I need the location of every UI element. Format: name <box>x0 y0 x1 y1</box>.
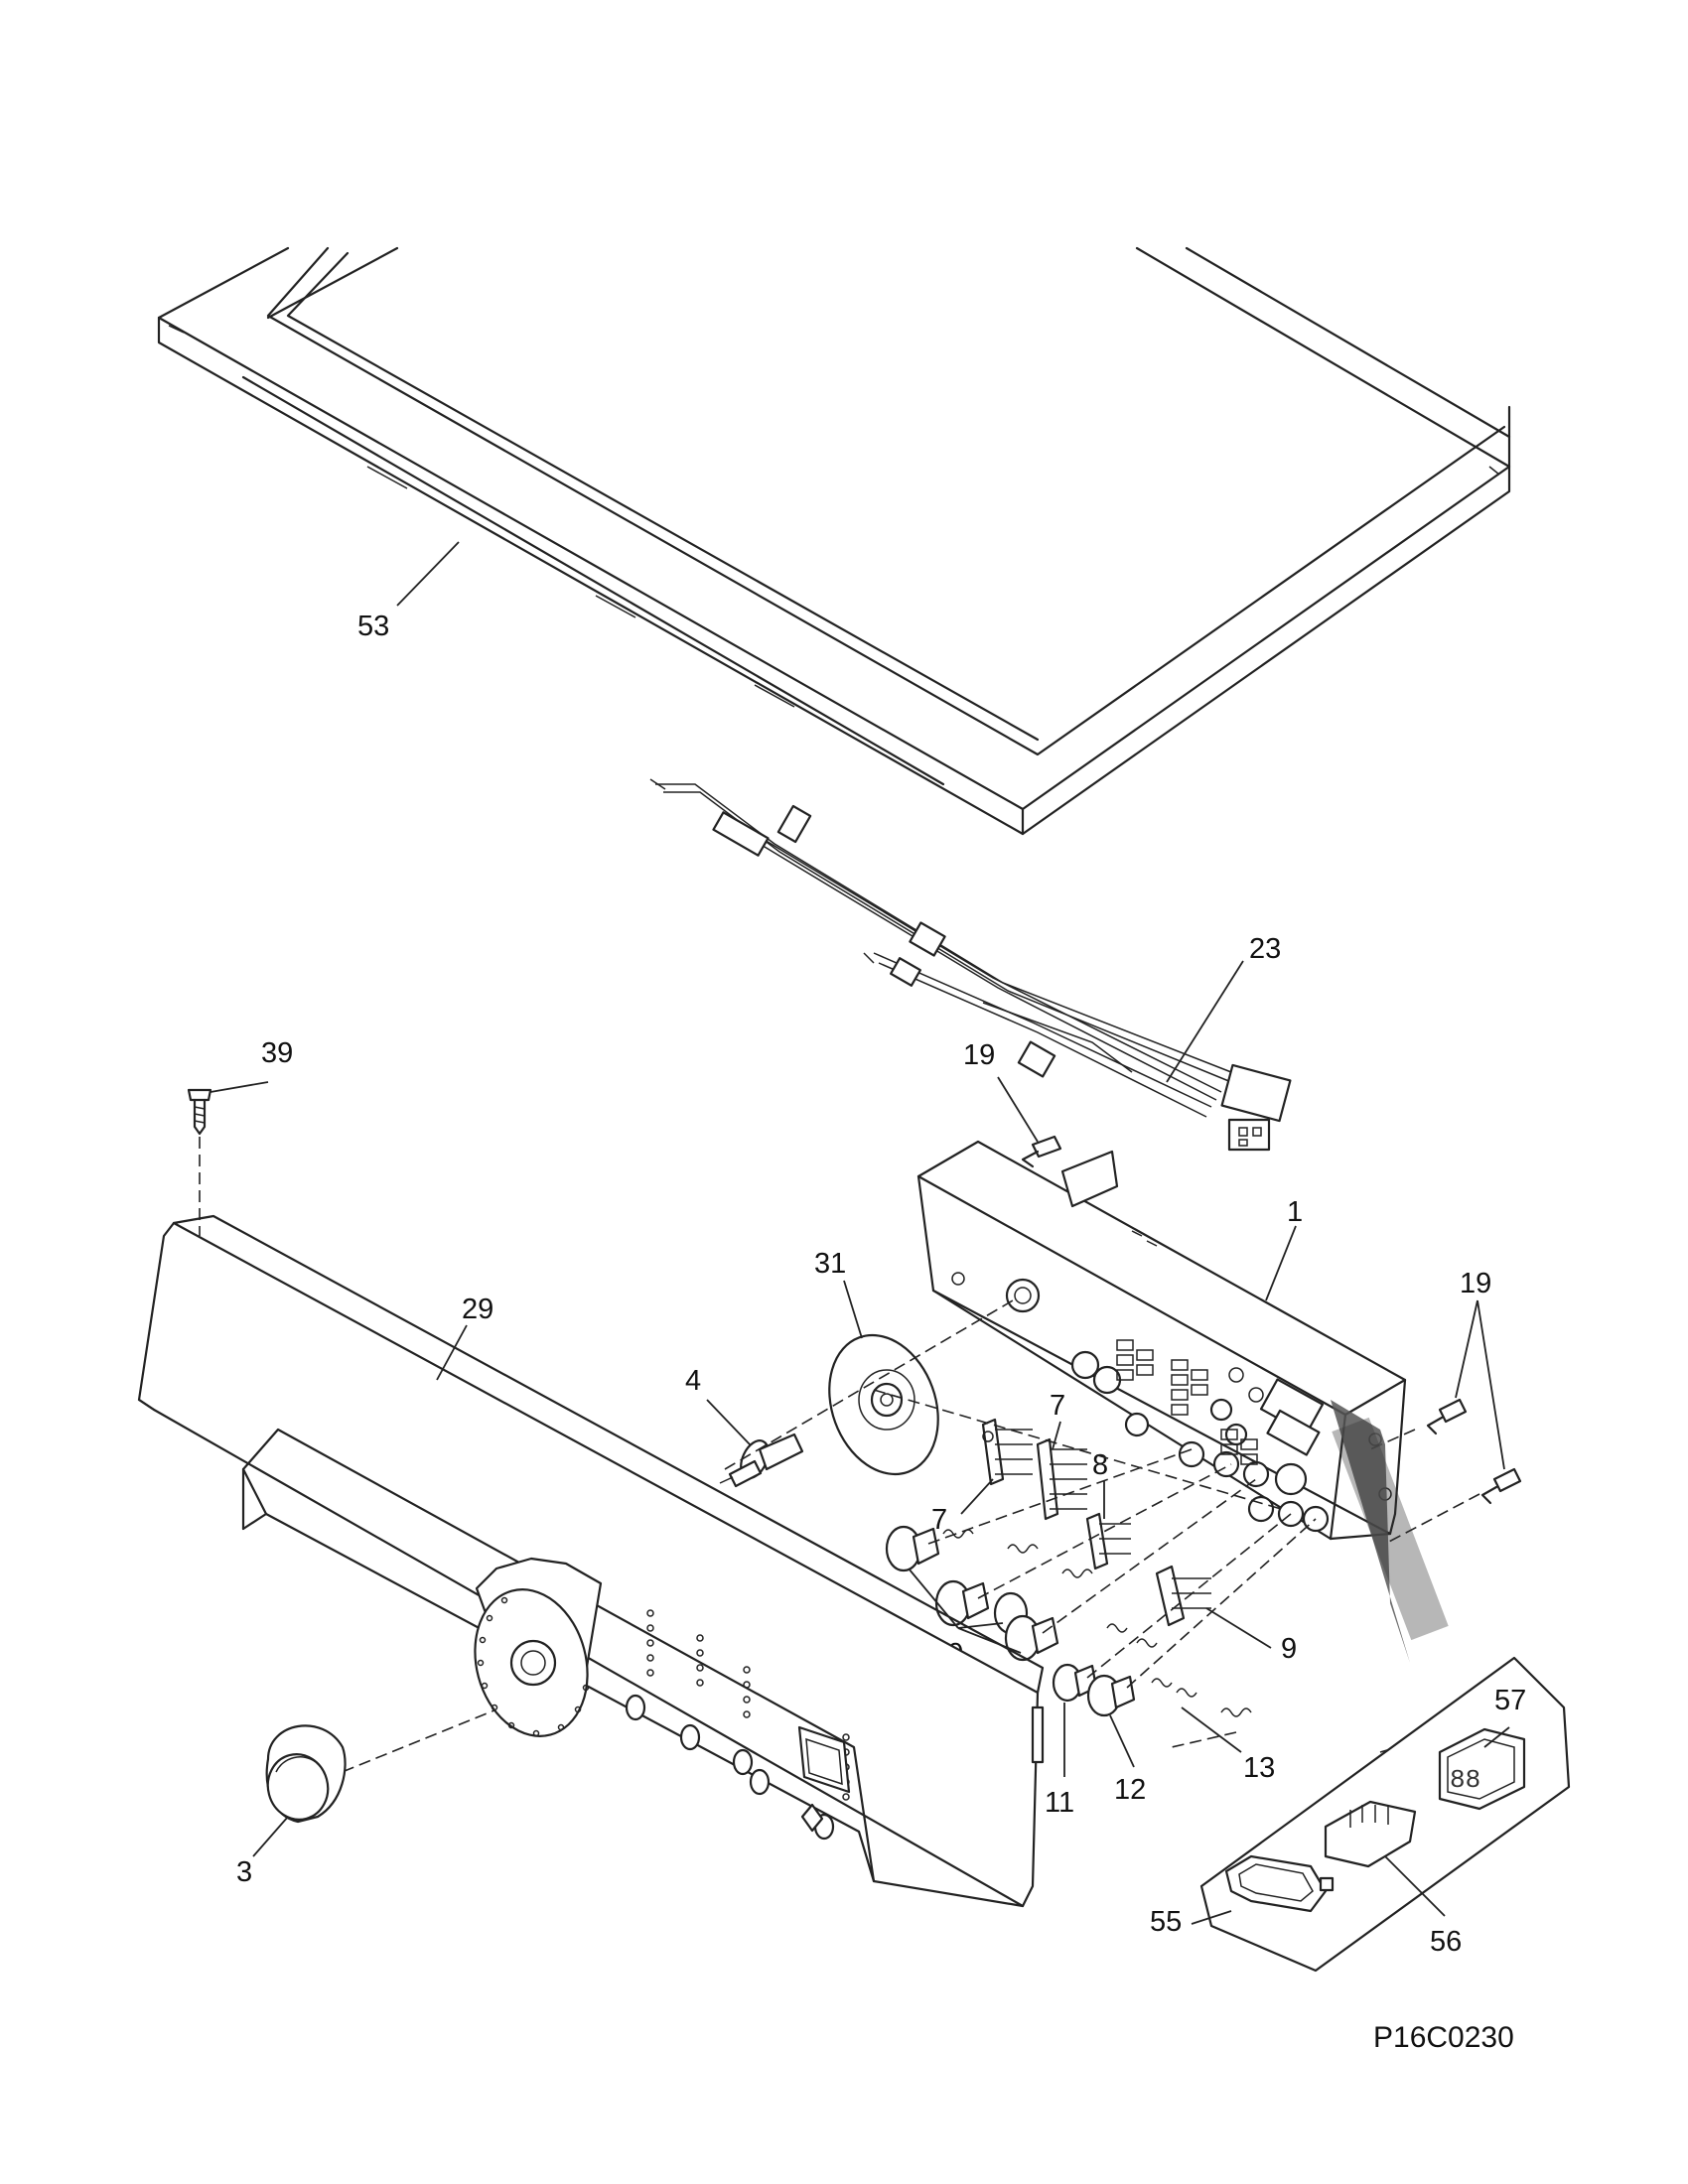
part-23-wire-harness <box>649 778 1292 1152</box>
leader-55 <box>1191 1910 1232 1925</box>
part-39-screw <box>187 1088 212 1136</box>
part-8-light-pipe <box>1085 1512 1131 1570</box>
callout-12: 12 <box>1114 1774 1146 1806</box>
leader-23 <box>1166 960 1244 1083</box>
part-1-control-board <box>916 1140 1407 1541</box>
callout-8: 8 <box>1092 1449 1108 1481</box>
leader-13 <box>1181 1706 1242 1753</box>
callout-23: 23 <box>1249 933 1281 965</box>
leader-10-2 <box>957 1622 1004 1629</box>
part-9-light-pipe <box>1155 1565 1211 1627</box>
leader-10-3 <box>957 1627 1022 1654</box>
part-53-top-cover <box>157 246 1511 836</box>
part-56-lens <box>1324 1800 1417 1868</box>
part-57-led-display: 88 <box>1438 1727 1526 1811</box>
callout-53: 53 <box>357 611 389 642</box>
callout-55: 55 <box>1150 1906 1182 1938</box>
part-19-screws-right <box>1426 1398 1522 1505</box>
callout-56: 56 <box>1430 1926 1462 1958</box>
drawing-code: P16C0230 <box>1373 2021 1514 2054</box>
callout-39: 39 <box>261 1037 293 1069</box>
leader-57 <box>1483 1726 1510 1748</box>
leader-29 <box>436 1324 468 1381</box>
callout-29: 29 <box>462 1294 493 1325</box>
leader-19a <box>997 1076 1039 1143</box>
callout-9: 9 <box>1281 1633 1297 1665</box>
leader-4 <box>706 1399 751 1445</box>
leader-53 <box>396 541 460 607</box>
callout-57: 57 <box>1494 1685 1526 1716</box>
leader-19b-1 <box>1455 1299 1478 1399</box>
leader-7b <box>1052 1421 1061 1450</box>
part-12-button <box>1086 1674 1136 1717</box>
callout-4: 4 <box>685 1365 701 1397</box>
callout-19a: 19 <box>963 1039 995 1071</box>
part-19-screw-upper <box>1021 1135 1062 1168</box>
assembly-guides <box>292 1299 1480 1793</box>
detail-inset: 88 57 56 55 <box>1150 1400 1571 1973</box>
leader-1 <box>1265 1225 1297 1301</box>
callout-7b: 7 <box>1050 1390 1065 1422</box>
part-29-control-panel <box>137 1214 1045 1908</box>
part-3-knob <box>265 1724 347 1824</box>
leader-39 <box>210 1081 269 1093</box>
part-31-dial-ring <box>828 1333 939 1476</box>
part-7-light-pipe-right <box>1036 1437 1087 1521</box>
callout-3: 3 <box>236 1856 252 1888</box>
leader-56 <box>1384 1855 1446 1917</box>
callout-1: 1 <box>1287 1196 1303 1228</box>
svg-text:88: 88 <box>1450 1765 1480 1795</box>
callout-7a: 7 <box>931 1504 947 1536</box>
callout-31: 31 <box>814 1248 846 1280</box>
leader-9 <box>1205 1607 1272 1649</box>
leader-31 <box>843 1280 863 1339</box>
part-4-shaft <box>719 1433 804 1488</box>
leader-7a <box>960 1478 994 1515</box>
leader-12 <box>1109 1714 1135 1768</box>
part-7-light-pipe-left <box>981 1418 1033 1486</box>
callout-19b: 19 <box>1460 1268 1491 1299</box>
callout-11: 11 <box>1045 1787 1074 1819</box>
leader-19b-2 <box>1477 1299 1505 1470</box>
callout-13: 13 <box>1243 1752 1275 1784</box>
leader-3 <box>252 1816 289 1857</box>
part-55-window-bezel <box>1224 1854 1335 1913</box>
